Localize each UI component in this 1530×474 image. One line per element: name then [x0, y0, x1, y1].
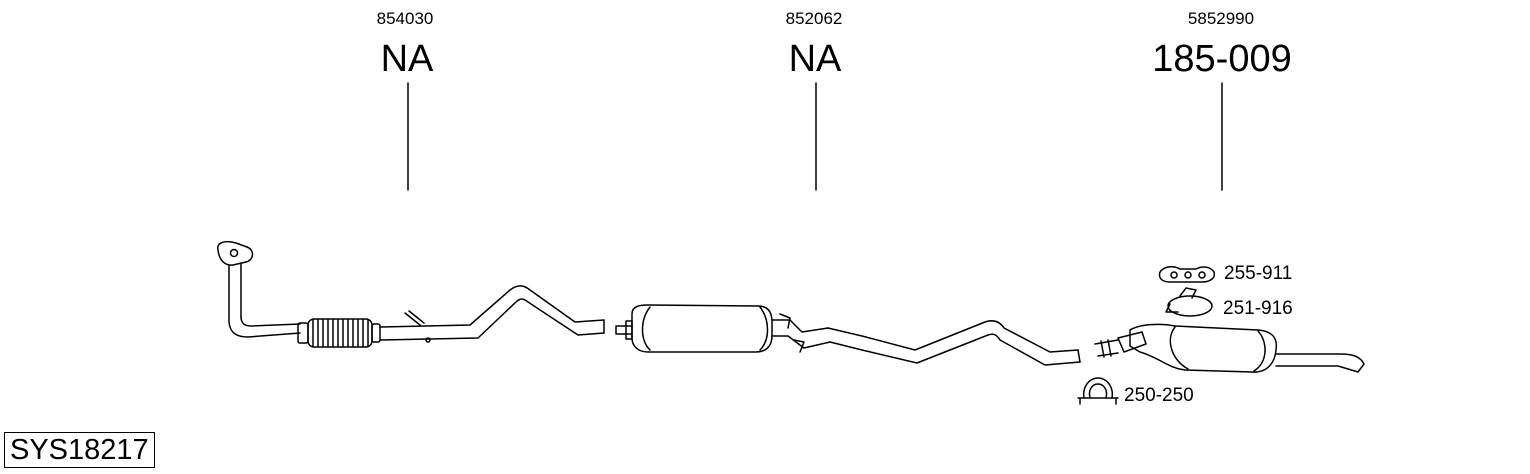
part-number-rear: 185-009 — [1152, 38, 1292, 80]
system-code-label: SYS18217 — [4, 432, 155, 468]
oem-number-front: 854030 — [376, 9, 434, 28]
front-pipe-drawing — [217, 240, 605, 348]
rubber-hanger-icon — [1158, 266, 1216, 283]
part-number-front: NA — [380, 38, 434, 80]
oem-number-middle: 852062 — [785, 9, 843, 28]
accessory-number-hanger: 255-911 — [1224, 263, 1293, 284]
pipe-clamp-icon — [1165, 287, 1213, 317]
rear-silencer-drawing — [1094, 323, 1365, 373]
oem-number-rear: 5852990 — [1187, 9, 1255, 28]
accessory-number-u-bolt: 250-250 — [1124, 385, 1194, 406]
part-number-middle: NA — [788, 38, 842, 80]
middle-silencer-drawing — [615, 304, 1081, 366]
accessory-number-clamp: 251-916 — [1223, 298, 1293, 319]
u-bolt-clamp-icon — [1077, 377, 1119, 405]
